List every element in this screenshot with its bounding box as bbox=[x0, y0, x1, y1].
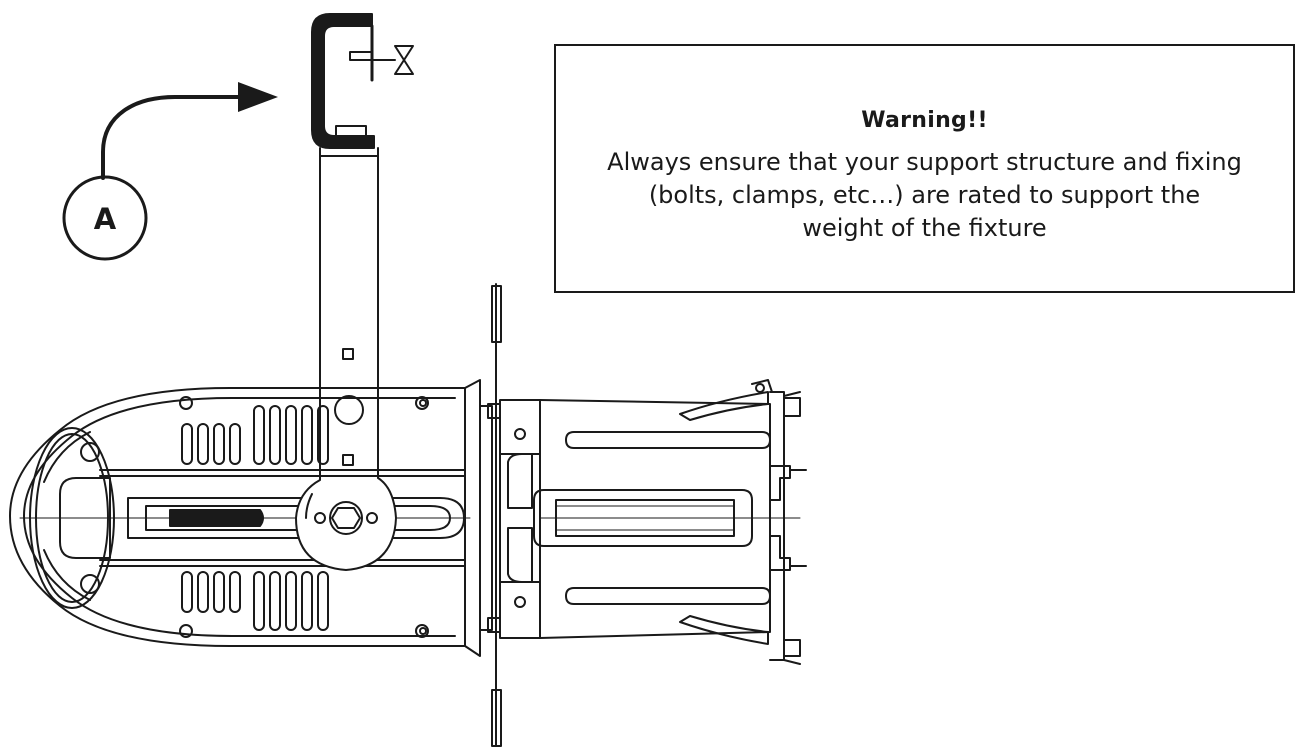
yoke-arm bbox=[319, 147, 379, 521]
shutter-section bbox=[464, 283, 541, 747]
callout-a-label: A bbox=[94, 202, 117, 236]
yoke-pivot bbox=[295, 477, 397, 571]
vents-bottom bbox=[181, 571, 329, 631]
warning-box: Warning!! Always ensure that your suppor… bbox=[554, 44, 1295, 293]
fixture-body bbox=[9, 387, 471, 647]
warning-text: Always ensure that your support structur… bbox=[607, 148, 1242, 242]
vents-top bbox=[181, 405, 329, 465]
callout-a: A bbox=[62, 175, 148, 261]
warning-title: Warning!! bbox=[861, 108, 988, 133]
g-clamp bbox=[311, 13, 414, 149]
lens-barrel bbox=[533, 379, 807, 665]
callout-arrow bbox=[101, 82, 278, 180]
